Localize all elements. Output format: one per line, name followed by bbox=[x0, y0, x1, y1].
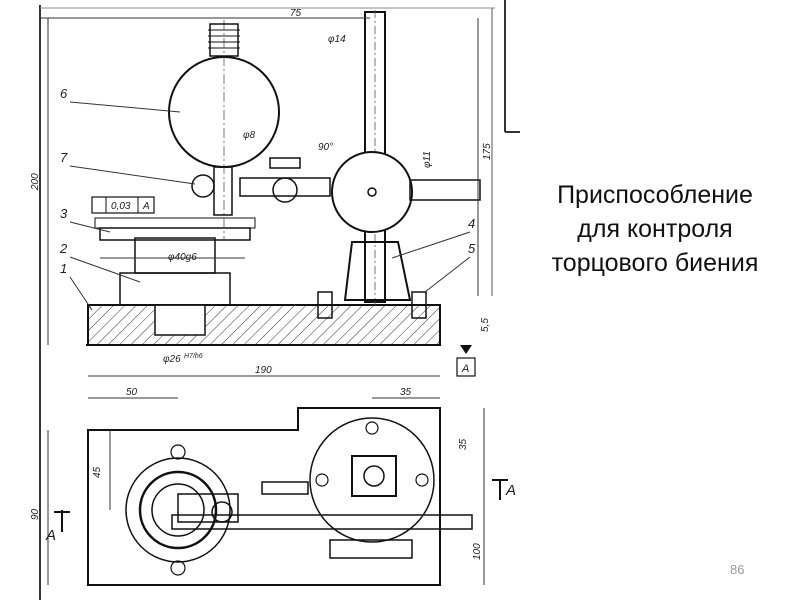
title-line-3: торцового биения bbox=[551, 249, 759, 277]
dial-indicator bbox=[168, 20, 301, 240]
dim-8: φ8 bbox=[243, 130, 256, 141]
section-marker-left: A bbox=[45, 510, 70, 544]
dim-11: φ11 bbox=[422, 151, 433, 168]
section-marker-right: A bbox=[492, 479, 516, 500]
dim-175: 175 bbox=[482, 143, 493, 160]
tolerance-datum: A bbox=[142, 201, 150, 212]
section-label-left: A bbox=[45, 527, 56, 544]
dim-5-5: 5,5 bbox=[480, 318, 491, 332]
tolerance-value: 0,03 bbox=[111, 201, 131, 212]
dim-35-top: 35 bbox=[400, 387, 412, 398]
dim-75: 75 bbox=[290, 8, 302, 19]
clamp-disc bbox=[239, 151, 481, 233]
dim-100: 100 bbox=[472, 543, 483, 560]
dim-14: φ14 bbox=[328, 34, 346, 45]
part-number-3: 3 bbox=[60, 206, 68, 221]
dim-190: 190 bbox=[255, 365, 272, 376]
title-line-1: Приспособление bbox=[557, 181, 753, 209]
page-number: 86 bbox=[730, 562, 745, 577]
dim-50: 50 bbox=[126, 387, 138, 398]
base-plate bbox=[86, 304, 441, 346]
measuring-table bbox=[94, 217, 256, 306]
section-label-right: A bbox=[505, 482, 516, 499]
part-number-4: 4 bbox=[468, 216, 475, 231]
dim-angle: 90° bbox=[318, 142, 333, 153]
part-number-5: 5 bbox=[468, 241, 476, 256]
slide-title: Приспособление для контроля торцового би… bbox=[520, 178, 790, 280]
part-number-6: 6 bbox=[60, 86, 68, 101]
dim-35-side: 35 bbox=[458, 438, 469, 450]
dim-26: φ26 bbox=[163, 354, 181, 365]
tolerance-frame: 0,03 A bbox=[91, 196, 155, 214]
dim-26-fit: H7/h6 bbox=[184, 353, 203, 360]
dim-40: φ40g6 bbox=[168, 252, 197, 263]
dim-200: 200 bbox=[30, 173, 41, 191]
dim-45: 45 bbox=[92, 466, 103, 478]
part-number-1: 1 bbox=[60, 261, 67, 276]
part-number-2: 2 bbox=[59, 241, 68, 256]
datum-marker: A bbox=[456, 345, 476, 377]
title-line-2: для контроля bbox=[577, 215, 733, 243]
datum-label: A bbox=[461, 363, 469, 375]
top-view bbox=[87, 407, 473, 586]
part-number-7: 7 bbox=[60, 150, 68, 165]
dim-90: 90 bbox=[30, 508, 41, 520]
technical-drawing: 75 φ14 φ8 90° φ11 175 200 φ40g6 φ26 H7/h… bbox=[30, 0, 520, 600]
